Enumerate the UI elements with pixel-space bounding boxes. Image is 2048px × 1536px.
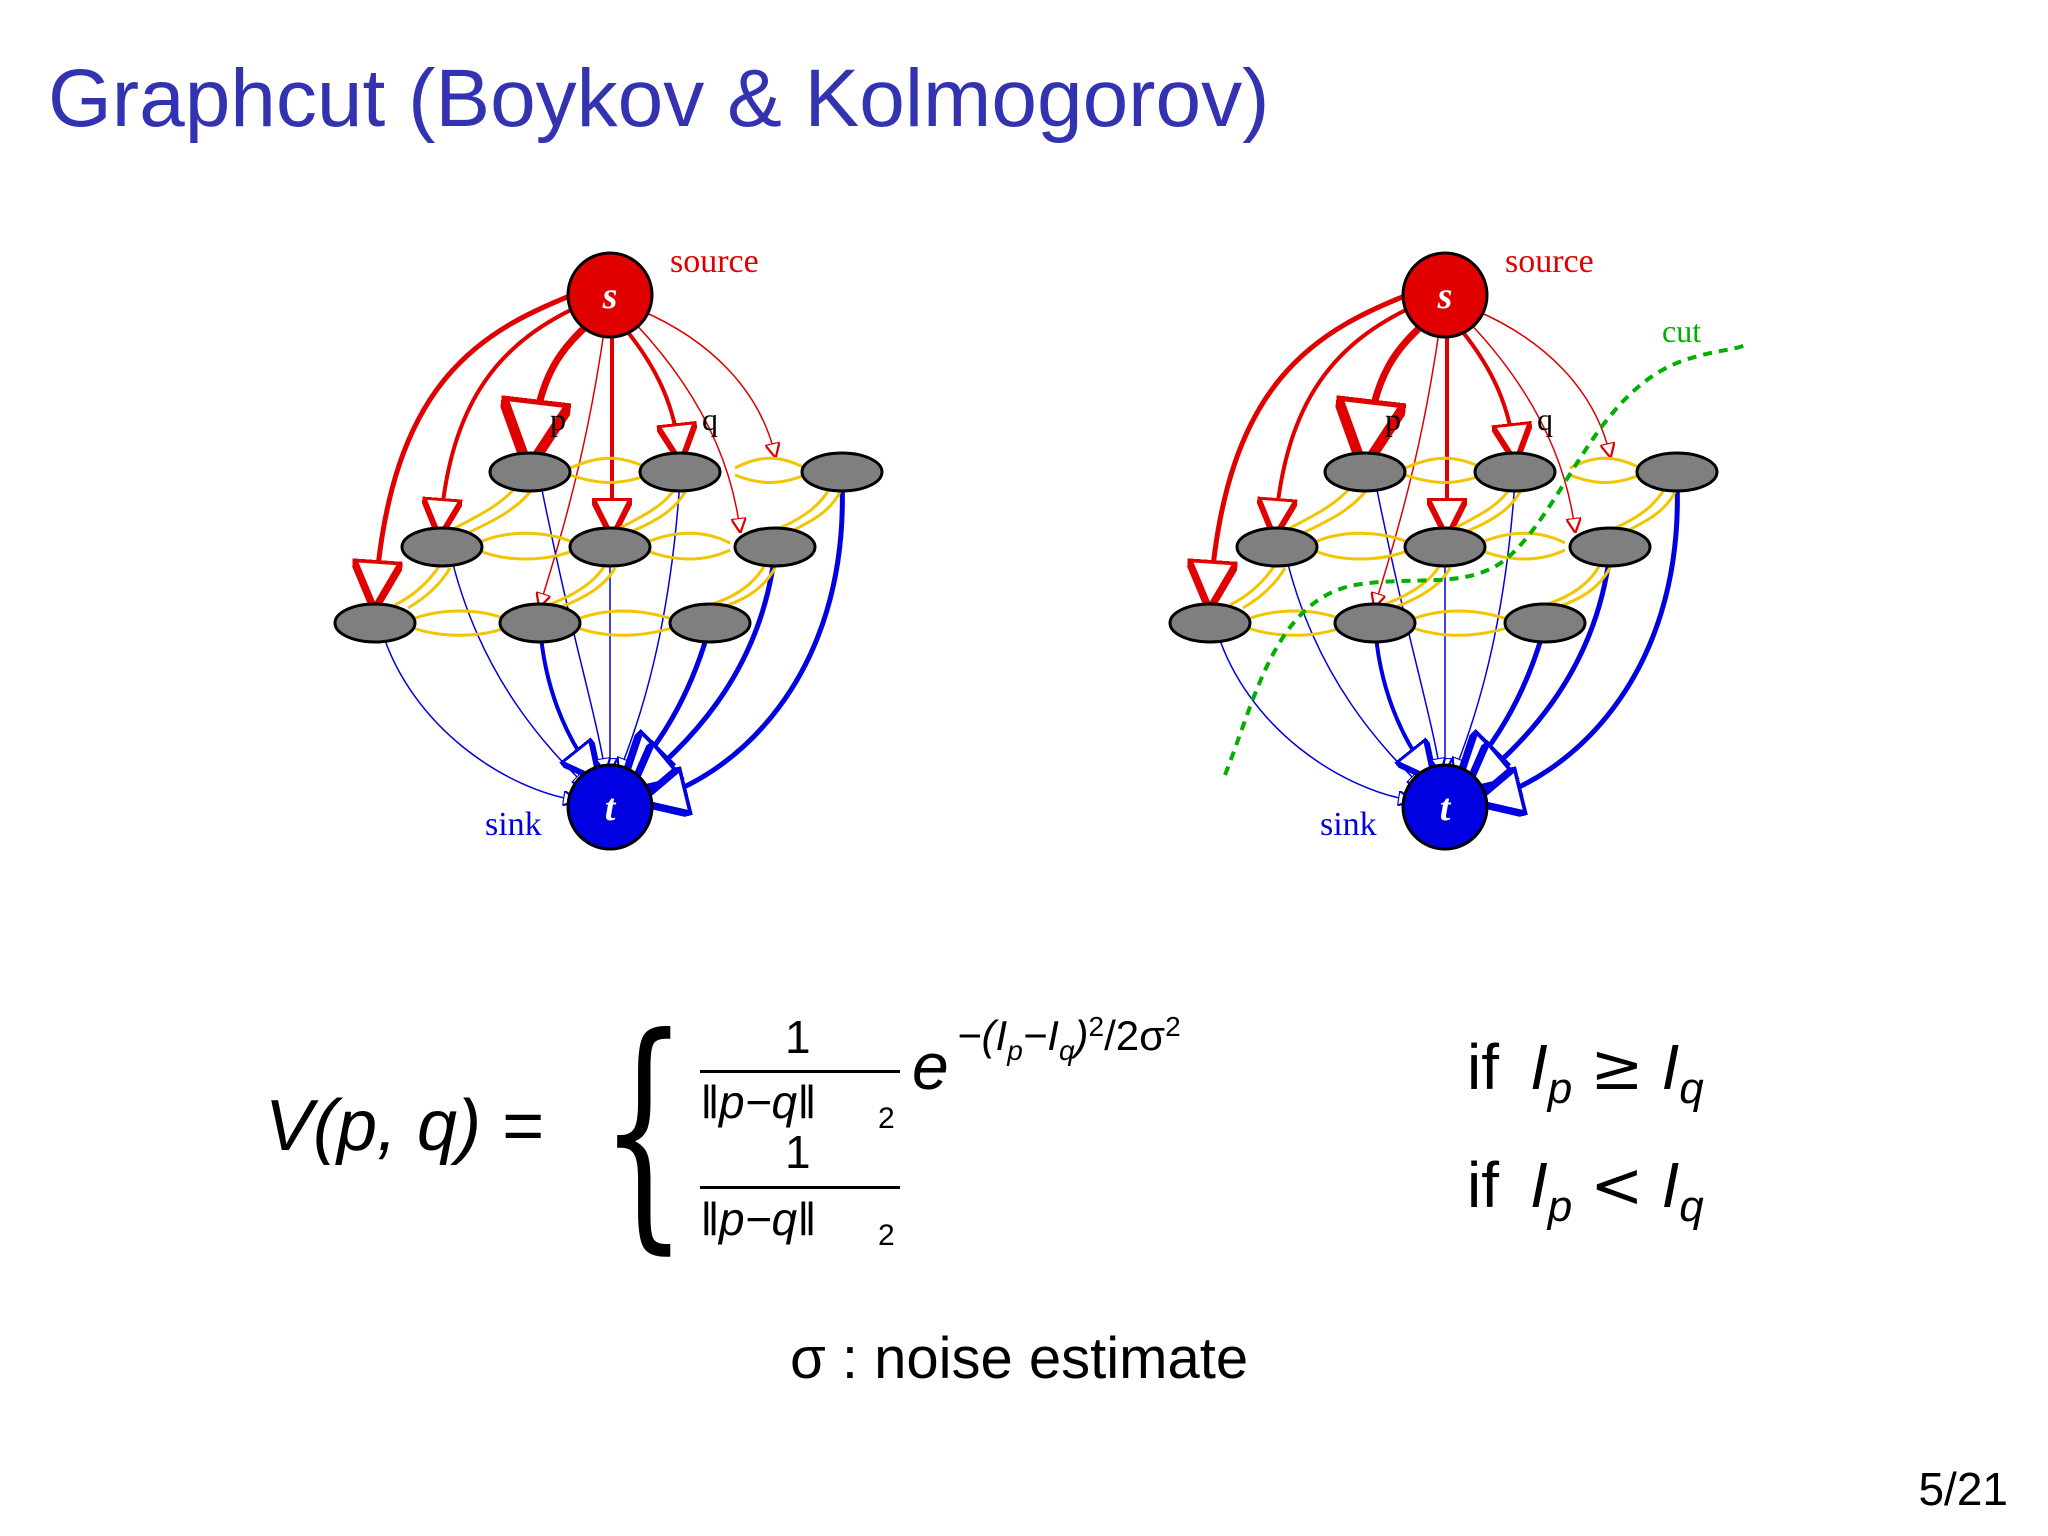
formula-den2-sub: 2 xyxy=(878,1219,895,1252)
slide-title: Graphcut (Boykov & Kolmogorov) xyxy=(48,53,1270,144)
source-node xyxy=(566,251,654,339)
sigma-caption: σ : noise estimate xyxy=(790,1326,1249,1391)
cond1-expr: Ip ≥ Iq xyxy=(1530,1031,1704,1113)
formula-exponent: −(Ip−Iq)2/2σ2 xyxy=(957,1011,1181,1066)
source-node-letter: s xyxy=(602,275,618,317)
sink-node-letter-right: t xyxy=(1440,787,1452,829)
node-p-label: p xyxy=(550,401,566,437)
cond2-if: if xyxy=(1467,1149,1499,1221)
formula-den1-sub: 2 xyxy=(878,1102,895,1135)
page-number: 5/21 xyxy=(1918,1463,2008,1515)
cut-label: cut xyxy=(1662,313,1701,349)
formula-brace: { xyxy=(600,984,688,1275)
formula-num1: 1 xyxy=(785,1011,811,1063)
pixel-nodes-right xyxy=(1168,451,1719,644)
formula-lhs: V(p, q) = xyxy=(265,1086,544,1166)
formula-frac-line2 xyxy=(700,1186,900,1189)
formula-num2: 1 xyxy=(785,1126,811,1178)
formula-exp-base: e xyxy=(912,1029,949,1103)
sink-node-letter: t xyxy=(605,787,617,829)
formula-den2: ‖p−q‖ xyxy=(700,1193,817,1245)
sink-node-right xyxy=(1401,763,1489,851)
sink-label-right: sink xyxy=(1320,806,1377,843)
pixel-nodes xyxy=(333,451,884,644)
formula-frac-line1 xyxy=(700,1070,900,1073)
source-label: source xyxy=(670,243,759,280)
sink-edges xyxy=(379,479,845,800)
source-node-right xyxy=(1401,251,1489,339)
cut-line xyxy=(1223,343,1746,776)
graph-diagram-right: cut p q s source t sink xyxy=(1165,230,1765,870)
cond1-if: if xyxy=(1467,1031,1499,1103)
source-label-right: source xyxy=(1505,243,1594,280)
node-q-label-right: q xyxy=(1537,401,1553,437)
graph-svg-left: p q s source t sink xyxy=(333,243,884,851)
source-edges-right xyxy=(1210,287,1610,605)
cond2-expr: Ip < Iq xyxy=(1530,1149,1704,1231)
sink-label: sink xyxy=(485,806,542,843)
graph-diagram-left: p q s source t sink xyxy=(330,230,930,870)
formula-den1: ‖p−q‖ xyxy=(700,1076,817,1128)
sink-node xyxy=(566,763,654,851)
graph-svg-right: cut p q s source t sink xyxy=(1168,243,1746,851)
neighbor-edges-right xyxy=(1229,456,1677,637)
node-q-label: q xyxy=(702,401,718,437)
sink-edges-right xyxy=(1214,479,1680,800)
source-node-letter-right: s xyxy=(1437,275,1453,317)
node-p-label-right: p xyxy=(1385,401,1401,437)
